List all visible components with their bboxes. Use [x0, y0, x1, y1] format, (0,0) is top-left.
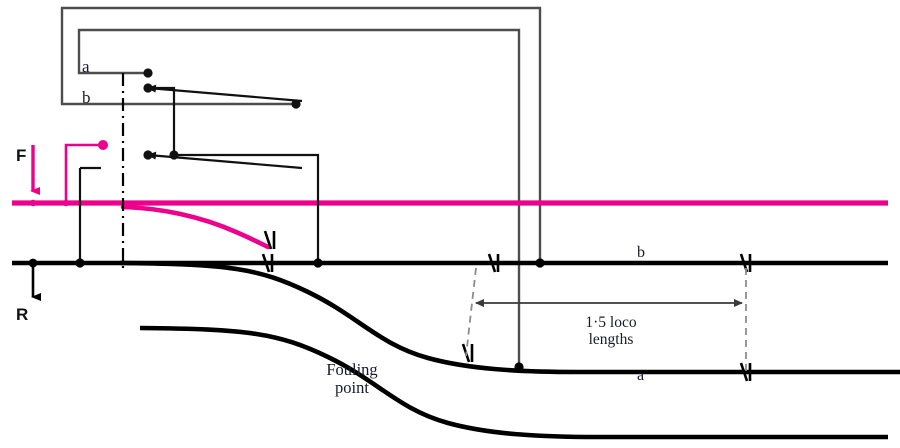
- point-lead-lower: [143, 150, 320, 263]
- track-circuit-label-a-left: a: [82, 57, 90, 76]
- magenta-feed-junction-dot: [62, 199, 70, 207]
- insulated-joint-branch-mid: [461, 343, 474, 363]
- track-circuit-label-b-right: b: [637, 244, 645, 261]
- dimension-label-line1: 1·5 loco: [585, 314, 636, 331]
- reverse-arrow-base-dot: [28, 258, 38, 268]
- insulated-joint-main-mid: [487, 253, 500, 273]
- circuit-feed-outer-track-dot: [535, 258, 545, 268]
- track-circuit-label-a-right: a: [637, 367, 644, 384]
- point-lead-upper: [143, 83, 303, 155]
- track-circuit-label-b-left: b: [82, 88, 91, 107]
- fouling-point-label-line2: point: [335, 378, 369, 397]
- circuit-feed-inner-track-dot: [514, 362, 524, 372]
- insulated-joint-branch-right: [739, 362, 752, 382]
- forward-arrow-base-dot: [29, 199, 37, 207]
- track-circuit-feed-outer: [60, 6, 542, 263]
- magenta-feed-terminal-dot: [98, 140, 108, 150]
- track-circuit-feed-inner: [77, 28, 521, 367]
- dimension-extension-left: [465, 267, 477, 357]
- point-machine-track-dot: [75, 258, 85, 268]
- diverging-track-lower: [139, 325, 888, 440]
- fouling-point-label-line1: Fouling: [326, 360, 377, 379]
- reverse-direction-label: R: [16, 305, 28, 324]
- circuit-a-terminal-dot: [143, 68, 153, 78]
- dimension-label-line2: lengths: [589, 331, 634, 348]
- forward-direction-label: F: [16, 146, 26, 165]
- circuit-b-track-dot: [313, 258, 323, 268]
- overlap-branch-magenta: [120, 204, 271, 250]
- diverging-track-a: [119, 260, 900, 375]
- insulated-joint-main-left: [261, 253, 274, 273]
- insulated-joint-branch-left: [263, 230, 276, 250]
- magenta-feed-stub: [64, 143, 101, 203]
